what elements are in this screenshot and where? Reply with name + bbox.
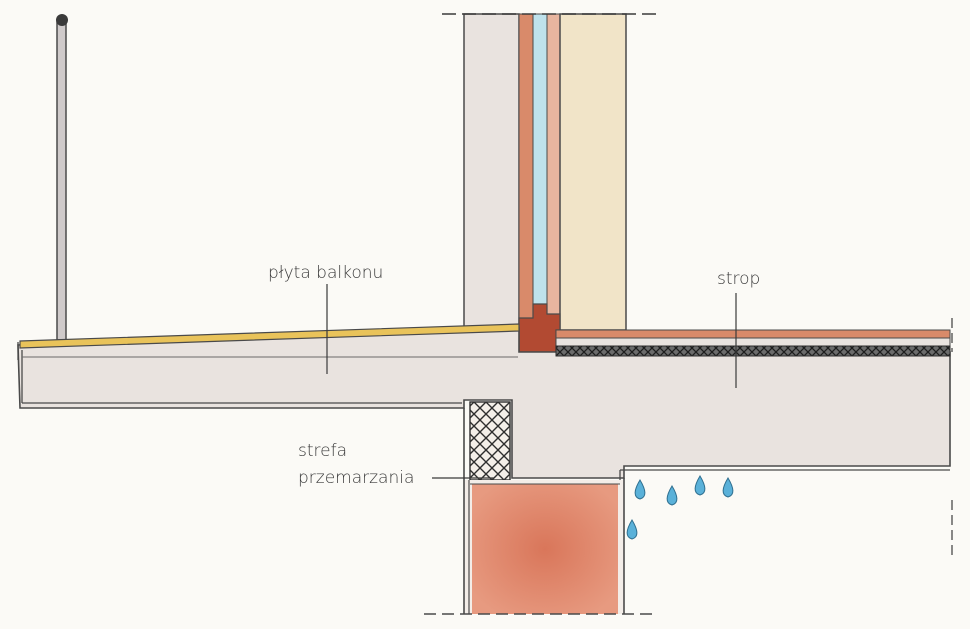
freeze-zone-insulation	[469, 401, 511, 481]
label-balcony-slab: płyta balkonu	[268, 263, 384, 283]
railing-post	[56, 14, 68, 341]
lower-wall	[424, 408, 656, 615]
balcony-finish-layer	[19, 323, 520, 349]
concrete-slab	[17, 327, 951, 612]
label-ceiling: strop	[717, 269, 761, 289]
label-freeze-zone-line1: strefa	[298, 441, 347, 461]
section-break-right	[17, 318, 953, 560]
floor-layers	[555, 329, 951, 357]
leader-lines	[326, 284, 737, 479]
label-freeze-zone-line2: przemarzania	[298, 468, 415, 488]
upper-wall	[442, 13, 658, 353]
condensation-droplets	[626, 475, 734, 540]
